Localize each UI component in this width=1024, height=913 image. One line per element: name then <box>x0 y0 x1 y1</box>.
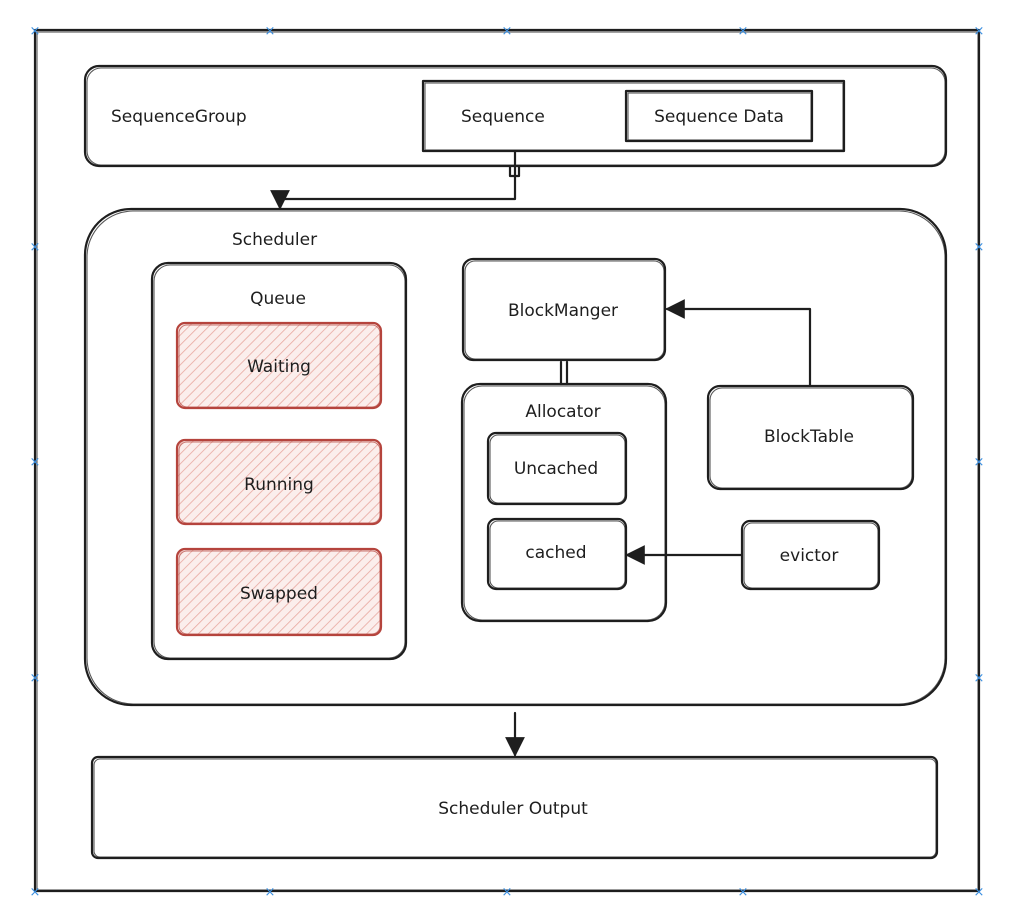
resize-handle[interactable]: × <box>30 240 41 255</box>
block-manager-node[interactable]: BlockManger <box>461 257 667 362</box>
waiting-label: Waiting <box>247 357 311 377</box>
uncached-node[interactable]: Uncached <box>486 431 628 506</box>
edge-sequence-stub[interactable] <box>508 164 521 178</box>
evictor-node[interactable]: evictor <box>740 519 881 591</box>
block-table-label: BlockTable <box>764 427 854 447</box>
block-manager-label: BlockManger <box>508 301 618 321</box>
resize-handle[interactable]: × <box>974 240 985 255</box>
allocator-label: Allocator <box>525 402 600 422</box>
resize-handle[interactable]: × <box>30 455 41 470</box>
running-label: Running <box>244 475 314 495</box>
scheduler-output-label: Scheduler Output <box>438 799 588 819</box>
edge-blockmanager-allocator[interactable] <box>559 360 569 386</box>
scheduler-label: Scheduler <box>232 230 317 250</box>
selection-handles[interactable]: × × × × × × × × × × × × × × × × <box>30 24 985 900</box>
cached-node[interactable]: cached <box>486 517 628 591</box>
waiting-node[interactable]: Waiting <box>175 321 383 410</box>
swapped-label: Swapped <box>240 584 318 604</box>
block-table-node[interactable]: BlockTable <box>706 384 915 491</box>
resize-handle[interactable]: × <box>265 24 276 39</box>
resize-handle[interactable]: × <box>265 885 276 900</box>
sequence-data-node[interactable]: Sequence Data <box>624 89 814 143</box>
scheduler-node[interactable]: Scheduler <box>83 207 948 707</box>
uncached-label: Uncached <box>514 459 598 479</box>
resize-handle[interactable]: × <box>30 24 41 39</box>
resize-handle[interactable]: × <box>974 24 985 39</box>
sequence-group-label: SequenceGroup <box>111 107 247 127</box>
resize-handle[interactable]: × <box>974 455 985 470</box>
resize-handle[interactable]: × <box>30 671 41 686</box>
edges <box>270 150 812 757</box>
queue-label: Queue <box>250 289 306 309</box>
edge-sequence-to-scheduler[interactable] <box>270 150 517 210</box>
swapped-node[interactable]: Swapped <box>175 547 383 637</box>
queue-node[interactable]: Queue <box>150 261 408 661</box>
resize-handle[interactable]: × <box>30 885 41 900</box>
resize-handle[interactable]: × <box>502 24 513 39</box>
allocator-node[interactable]: Allocator <box>460 382 668 623</box>
outer-frame[interactable] <box>33 28 981 893</box>
resize-handle[interactable]: × <box>738 24 749 39</box>
cached-label: cached <box>525 543 586 563</box>
resize-handle[interactable]: × <box>974 885 985 900</box>
resize-handle[interactable]: × <box>974 671 985 686</box>
evictor-label: evictor <box>780 546 839 566</box>
resize-handle[interactable]: × <box>502 885 513 900</box>
resize-handle[interactable]: × <box>738 885 749 900</box>
edge-blocktable-to-blockmanager[interactable] <box>665 299 812 387</box>
scheduler-output-node[interactable]: Scheduler Output <box>90 755 939 860</box>
sequence-data-label: Sequence Data <box>654 107 784 127</box>
running-node[interactable]: Running <box>175 438 383 526</box>
sequence-label: Sequence <box>461 107 545 127</box>
sequence-node[interactable]: Sequence <box>421 79 846 153</box>
